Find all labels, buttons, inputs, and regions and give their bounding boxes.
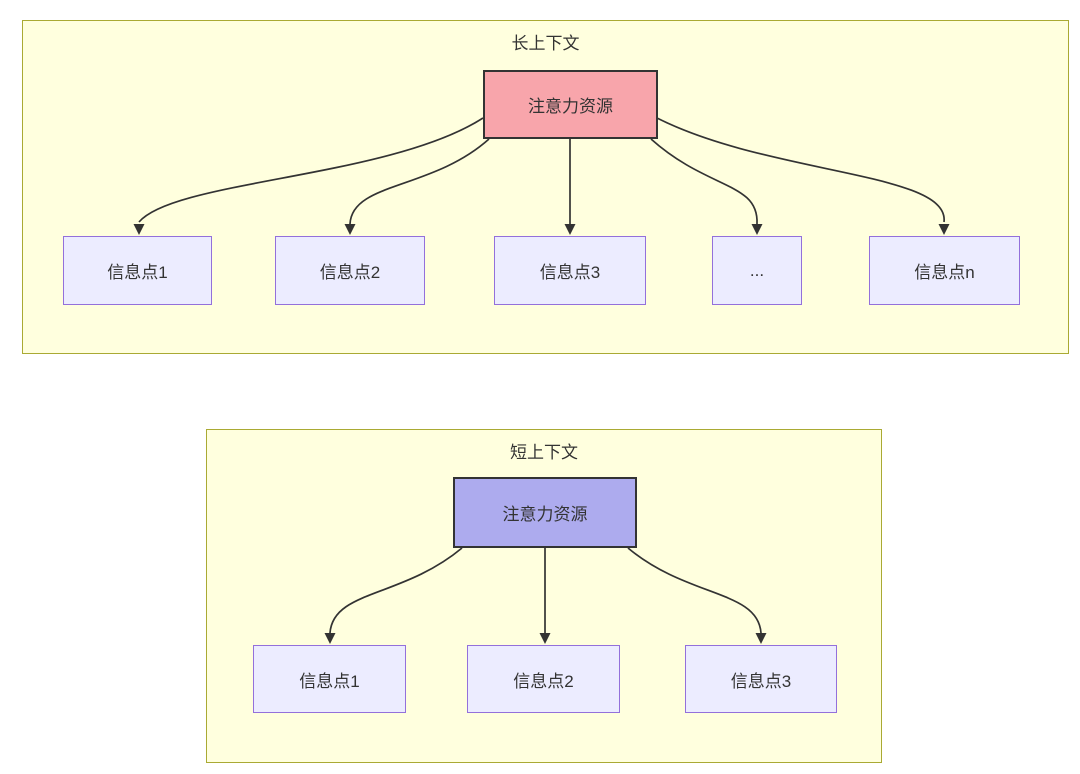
node-label: 信息点1 [299,671,360,691]
node-label: ... [749,260,765,280]
node-info-point-1-short: 信息点1 [253,645,406,713]
node-info-point-1-long: 信息点1 [63,236,212,305]
node-label: 信息点3 [539,263,601,282]
node-info-point-2-long: 信息点2 [275,236,425,305]
node-label: 注意力资源 [528,97,613,116]
node-info-point-3-long: 信息点3 [494,236,646,305]
hub-attention-resources-short: 注意力资源 [453,477,637,548]
node-label: 信息点2 [319,263,381,282]
node-info-point-2-short: 信息点2 [467,645,620,713]
node-label: 注意力资源 [502,505,588,524]
cluster-short-context-title: 短上下文 [510,443,578,462]
hub-attention-resources-long: 注意力资源 [483,70,658,139]
node-label: 信息点1 [107,263,168,282]
node-label: 信息点n [914,263,975,282]
node-label: 信息点2 [513,671,574,691]
node-label: 信息点3 [730,671,792,691]
node-info-point-ellipsis-long: ... [712,236,802,305]
cluster-long-context-title: 长上下文 [511,34,580,53]
node-info-point-3-short: 信息点3 [685,645,837,713]
node-info-point-n-long: 信息点n [869,236,1020,305]
